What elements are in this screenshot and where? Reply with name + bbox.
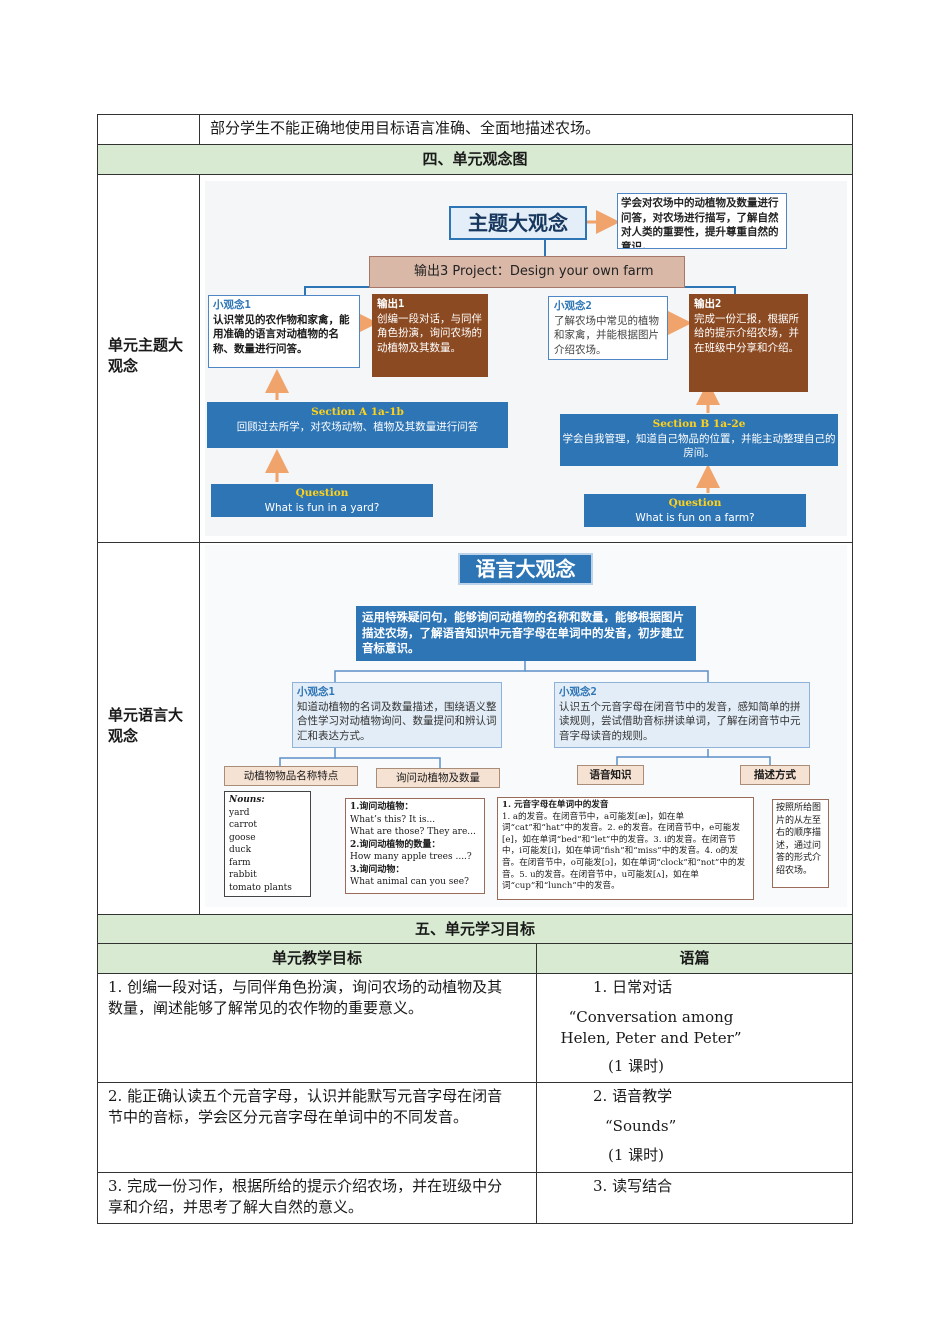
top-row-label-cell (97, 114, 200, 145)
language-idea2-title: 小观念2 (559, 686, 597, 698)
theme-sectionA-text: 回顾过去所学，对农场动物、植物及其数量进行问答 (236, 420, 479, 433)
nouns-item: goose (229, 832, 256, 843)
text-cell-2-name: “Sounds” (605, 1117, 677, 1135)
nouns-item: carrot (229, 820, 258, 830)
text-cell-2-hours: (1 课时) (608, 1146, 665, 1164)
section5-header: 五、单元学习目标 (97, 914, 853, 944)
nouns-item: rabbit (229, 870, 257, 880)
language-main-text: 运用特殊疑问句，能够询问动植物的名称和数量，能够根据图片描述农场，了解语音知识中… (356, 606, 696, 661)
goal-cell-1: 1. 创编一段对话，与同伴角色扮演，询问农场的动植物及其数量，阐述能够了解常见的… (97, 973, 537, 1083)
text-cell-1-hours: (1 课时) (608, 1057, 665, 1075)
sound-box: 1. 元音字母在单词中的发音 1. a的发音。在闭音节中，a可能发[æ]，如在单… (497, 797, 754, 900)
theme-row-label: 单元主题大观念 (97, 174, 200, 543)
ask-line: What’s this? It is... (350, 814, 436, 825)
theme-output1-title: 输出1 (377, 298, 405, 310)
theme-idea2-title: 小观念2 (554, 300, 592, 312)
language-tag-4: 描述方式 (740, 765, 810, 785)
section4-header: 四、单元观念图 (97, 144, 853, 175)
text-cell-2-title: 2. 语音教学 (593, 1087, 673, 1105)
ask-line: 3.询问动物： (350, 864, 405, 875)
nouns-box: Nouns: yard carrot goose duck farm rabbi… (224, 791, 311, 897)
theme-q2-text: What is fun on a farm? (635, 511, 755, 524)
sound-text: 1. a的发音。在闭音节中，a可能发[æ]，如在单词“cat”和“hat”中的发… (502, 811, 746, 892)
theme-output1-box: 输出1 创编一段对话，与同伴角色扮演，询问农场的动植物及其数量。 (372, 294, 488, 377)
theme-q2-title: Question (668, 497, 722, 509)
nouns-item: farm (229, 857, 251, 868)
theme-main-note: 学会对农场中的动植物及数量进行问答，对农场进行描写，了解自然对人类的重要性，提升… (617, 193, 787, 249)
ask-line: How many apple trees ....? (350, 852, 472, 862)
theme-q1-text: What is fun in a yard? (264, 501, 380, 514)
theme-idea2-box: 小观念2 了解农场中常见的植物和家禽，并能根据图片介绍农场。 (548, 296, 668, 360)
language-main-title: 语言大观念 (458, 553, 593, 585)
nouns-item: duck (229, 845, 252, 855)
top-row-text: 部分学生不能正确地使用目标语言准确、全面地描述农场。 (199, 114, 853, 145)
language-tag-2: 询问动植物及数量 (376, 768, 500, 788)
theme-q1-box: Question What is fun in a yard? (211, 484, 433, 517)
theme-sectionB-box: Section B 1a-2e 学会自我管理，知道自己物品的位置，并能主动整理自… (560, 414, 838, 466)
nouns-title: Nouns: (229, 795, 265, 805)
theme-row-label-text: 单元主题大观念 (108, 336, 184, 375)
language-row-label-text: 单元语言大观念 (108, 706, 184, 745)
theme-idea1-title: 小观念1 (213, 299, 251, 311)
ask-line: What animal can you see? (350, 877, 469, 887)
theme-q2-box: Question What is fun on a farm? (584, 494, 806, 527)
section5-col1-header: 单元教学目标 (97, 943, 537, 974)
theme-idea2-text: 了解农场中常见的植物和家禽，并能根据图片介绍农场。 (554, 314, 659, 356)
theme-sectionB-text: 学会自我管理，知道自己物品的位置，并能主动整理自己的房间。 (562, 432, 836, 460)
language-idea1-title: 小观念1 (297, 686, 335, 698)
ask-line: What are those? They are... (350, 827, 476, 837)
theme-output2-text: 完成一份汇报，根据所给的提示介绍农场，并在班级中分享和介绍。 (694, 312, 799, 354)
describe-box: 按照所给图片的从左至右的顺序描述，通过问答的形式介绍农场。 (772, 799, 829, 888)
language-tag-3: 语音知识 (577, 765, 644, 785)
theme-sectionA-title: Section A 1a-1b (311, 406, 404, 418)
theme-main-title: 主题大观念 (449, 206, 587, 240)
ask-line: 2.询问动植物的数量： (350, 839, 441, 850)
section5-col2-header: 语篇 (536, 943, 853, 974)
theme-idea1-text: 认识常见的农作物和家禽，能用准确的语言对动植物的名称、数量进行问答。 (213, 313, 350, 355)
theme-output3: 输出3 Project：Design your own farm (369, 256, 685, 288)
language-idea1-box: 小观念1 知道动植物的名词及数量描述，围绕语义整合性学习对动植物询问、数量提问和… (292, 682, 502, 748)
theme-output1-text: 创编一段对话，与同伴角色扮演，询问农场的动植物及其数量。 (377, 312, 482, 354)
text-cell-2: 2. 语音教学 “Sounds” (1 课时) (536, 1082, 853, 1173)
language-idea1-text: 知道动植物的名词及数量描述，围绕语义整合性学习对动植物询问、数量提问和辨认词汇和… (297, 700, 497, 742)
goal-cell-2: 2. 能正确认读五个元音字母，认识并能默写元音字母在闭音节中的音标，学会区分元音… (97, 1082, 537, 1173)
theme-idea1-box: 小观念1 认识常见的农作物和家禽，能用准确的语言对动植物的名称、数量进行问答。 (208, 295, 360, 368)
ask-box: 1.询问动植物： What’s this? It is... What are … (345, 798, 485, 894)
text-cell-3: 3. 读写结合 (536, 1172, 853, 1224)
nouns-item: tomato plants (229, 882, 292, 893)
text-cell-1: 1. 日常对话 “Conversation among Helen, Peter… (536, 973, 853, 1083)
language-idea2-box: 小观念2 认识五个元音字母在闭音节中的发音，感知简单的拼读规则，尝试借助音标拼读… (554, 682, 810, 748)
theme-output2-title: 输出2 (694, 298, 722, 310)
text-cell-3-title: 3. 读写结合 (593, 1177, 673, 1195)
text-cell-1-name: “Conversation among Helen, Peter and Pet… (560, 1008, 742, 1047)
language-row-label: 单元语言大观念 (97, 542, 200, 915)
nouns-item: yard (229, 807, 250, 818)
theme-q1-title: Question (295, 487, 349, 499)
goal-cell-3: 3. 完成一份习作，根据所给的提示介绍农场，并在班级中分享和介绍，并思考了解大自… (97, 1172, 537, 1224)
theme-output2-box: 输出2 完成一份汇报，根据所给的提示介绍农场，并在班级中分享和介绍。 (689, 294, 808, 392)
language-idea2-text: 认识五个元音字母在闭音节中的发音，感知简单的拼读规则，尝试借助音标拼读单词，了解… (559, 700, 801, 742)
text-cell-1-title: 1. 日常对话 (593, 978, 673, 996)
theme-sectionB-title: Section B 1a-2e (652, 418, 746, 430)
theme-sectionA-box: Section A 1a-1b 回顾过去所学，对农场动物、植物及其数量进行问答 (207, 402, 508, 448)
ask-line: 1.询问动植物： (350, 802, 414, 812)
language-tag-1: 动植物物品名称特点 (224, 766, 358, 786)
sound-title: 1. 元音字母在单词中的发音 (502, 800, 609, 810)
